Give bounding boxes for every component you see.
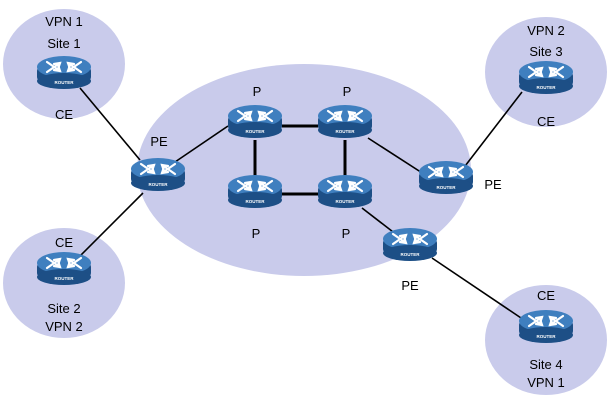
site4-site-label: Site 4 xyxy=(529,357,562,372)
router-caption: ROUTER xyxy=(149,182,169,187)
site3-site-label: Site 3 xyxy=(529,44,562,59)
router-caption: ROUTER xyxy=(537,334,557,339)
router-ce2: ROUTER xyxy=(35,250,93,287)
site3-vpn-label: VPN 2 xyxy=(527,23,565,38)
router-caption: ROUTER xyxy=(401,252,421,257)
router-caption: ROUTER xyxy=(55,276,75,281)
router-p-bottom-right: ROUTER xyxy=(316,173,374,210)
routers: ROUTER ROUTER ROUTER ROUTER ROUTER ROUTE… xyxy=(35,54,575,345)
pe-left-label: PE xyxy=(150,134,168,149)
site1-vpn-label: VPN 1 xyxy=(45,14,83,29)
router-p-bottom-left: ROUTER xyxy=(226,173,284,210)
p-top-left-label: P xyxy=(253,84,262,99)
pe-right-label: PE xyxy=(484,177,502,192)
site1-role-label: CE xyxy=(55,107,73,122)
router-ce4: ROUTER xyxy=(517,308,575,345)
p-top-right-label: P xyxy=(343,84,352,99)
regions xyxy=(3,9,607,395)
router-pe-left: ROUTER xyxy=(129,156,187,193)
router-ce1: ROUTER xyxy=(35,54,93,91)
router-caption: ROUTER xyxy=(437,185,457,190)
router-pe-bottom: ROUTER xyxy=(381,226,439,263)
pe-bottom-label: PE xyxy=(401,278,419,293)
labels: VPN 1 Site 1 CE CE Site 2 VPN 2 VPN 2 Si… xyxy=(45,14,565,390)
site2-vpn-label: VPN 2 xyxy=(45,319,83,334)
router-caption: ROUTER xyxy=(336,199,356,204)
link-pe-bottom-ce4 xyxy=(431,257,528,323)
site4-role-label: CE xyxy=(537,288,555,303)
link-pe-left-p-top-left xyxy=(174,125,229,163)
site2-site-label: Site 2 xyxy=(47,301,80,316)
site2-role-label: CE xyxy=(55,235,73,250)
router-caption: ROUTER xyxy=(55,80,75,85)
router-p-top-left: ROUTER xyxy=(226,103,284,140)
backbone-region xyxy=(137,64,471,276)
router-pe-right: ROUTER xyxy=(417,159,475,196)
router-ce3: ROUTER xyxy=(517,59,575,96)
site3-role-label: CE xyxy=(537,114,555,129)
link-pe-right-ce3 xyxy=(461,91,523,171)
router-caption: ROUTER xyxy=(246,129,266,134)
router-caption: ROUTER xyxy=(246,199,266,204)
site4-vpn-label: VPN 1 xyxy=(527,375,565,390)
p-bottom-right-label: P xyxy=(342,226,351,241)
p-bottom-left-label: P xyxy=(252,226,261,241)
router-caption: ROUTER xyxy=(336,129,356,134)
link-ce2-pe-left xyxy=(79,192,144,257)
link-ce1-pe-left xyxy=(79,87,141,161)
router-caption: ROUTER xyxy=(537,85,557,90)
links xyxy=(79,87,528,323)
site1-site-label: Site 1 xyxy=(47,36,80,51)
link-p-bottom-right-pe-bottom xyxy=(361,207,398,236)
router-p-top-right: ROUTER xyxy=(316,103,374,140)
